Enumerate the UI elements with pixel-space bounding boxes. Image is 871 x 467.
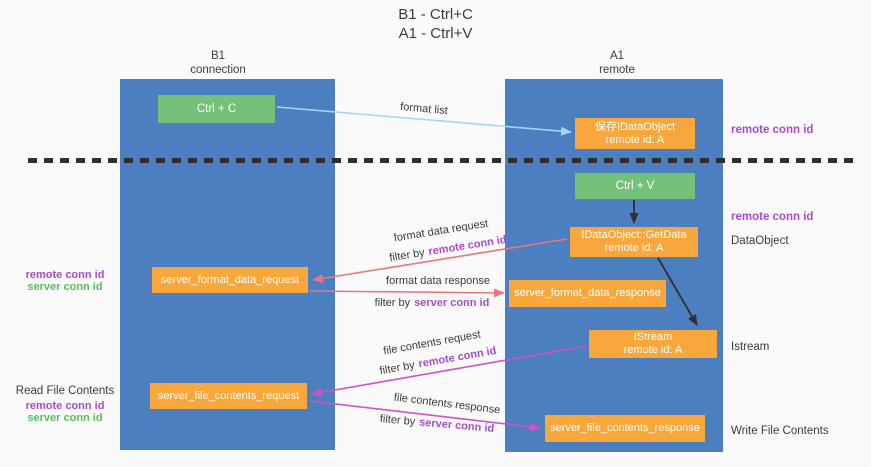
server-file-contents-response-label: server_file_contents_response (550, 422, 700, 434)
remote-conn-id-annotation-bottom: remote conn id (25, 400, 105, 412)
istream-node: IStream remote id: A (589, 330, 717, 358)
filter-by-text: filter by (388, 246, 426, 265)
left-column-header: B1 connection (158, 49, 278, 77)
diagram-title: B1 - Ctrl+C A1 - Ctrl+V (0, 5, 871, 43)
ctrl-v-node: Ctrl + V (575, 173, 695, 199)
save-idataobject-node: 保存IDataObject remote id: A (575, 118, 695, 149)
left-column-subtitle: connection (190, 64, 246, 76)
server-format-data-request-node: server_format_data_request (152, 267, 308, 293)
format-list-label: format list (399, 100, 449, 118)
getdata-line2: remote id: A (604, 242, 664, 254)
idataobject-getdata-node: IDataObject::GetData remote id: A (570, 227, 698, 257)
phase-separator-dashed-line (28, 158, 859, 163)
getdata-line1: IDataObject::GetData (581, 229, 687, 241)
save-idataobject-line2: remote id: A (605, 133, 665, 146)
server-file-contents-request-node: server_file_contents_request (150, 383, 307, 409)
file-contents-response-label: file contents response (393, 391, 501, 417)
ctrl-v-label: Ctrl + V (615, 179, 655, 192)
ctrl-c-label: Ctrl + C (196, 102, 237, 115)
istream-line1: IStream (633, 331, 673, 343)
remote-conn-id-annotation-left: remote conn id (25, 269, 105, 281)
server-conn-id-text: server conn id (418, 416, 495, 435)
filter-by-text: filter by (378, 359, 416, 378)
server-conn-id-text: server conn id (414, 297, 490, 309)
remote-conn-id-annotation-top: remote conn id (731, 124, 814, 136)
server-format-data-request-label: server_format_data_request (160, 273, 300, 286)
save-idataobject-line1: 保存IDataObject (594, 120, 676, 133)
dataobject-annotation: DataObject (731, 235, 789, 247)
server-file-contents-response-node: server_file_contents_response (545, 415, 705, 442)
remote-conn-id-text: remote conn id (427, 233, 508, 259)
right-column-header: A1 remote (557, 49, 677, 77)
title-line-2: A1 - Ctrl+V (398, 25, 473, 42)
read-file-contents-group: Read File Contents remote conn id server… (5, 385, 125, 424)
ctrl-c-node: Ctrl + C (158, 95, 275, 123)
remote-conn-id-annotation-mid: remote conn id (731, 211, 814, 223)
server-file-contents-request-label: server_file_contents_request (157, 389, 300, 402)
istream-line2: remote id: A (623, 344, 683, 356)
server-conn-id-annotation-bottom: server conn id (27, 412, 103, 424)
filter-by-text: filter by (379, 413, 416, 429)
left-conn-id-group: remote conn id server conn id (5, 269, 125, 293)
server-format-data-response-label: server_format_data_response (514, 287, 661, 299)
format-data-response-arrow (309, 288, 505, 298)
read-file-contents-annotation: Read File Contents (15, 385, 115, 397)
title-line-1: B1 - Ctrl+C (398, 6, 473, 23)
server-format-data-response-node: server_format_data_response (509, 280, 666, 307)
left-column-title: B1 (210, 50, 226, 62)
write-file-contents-annotation: Write File Contents (731, 425, 829, 437)
right-column-title: A1 (609, 50, 625, 62)
server-conn-id-annotation-left: server conn id (27, 281, 103, 293)
right-column-subtitle: remote (599, 64, 635, 76)
istream-annotation: Istream (731, 341, 770, 353)
format-data-response-label: format data response (386, 275, 490, 287)
filter-by-text: filter by (374, 297, 411, 309)
